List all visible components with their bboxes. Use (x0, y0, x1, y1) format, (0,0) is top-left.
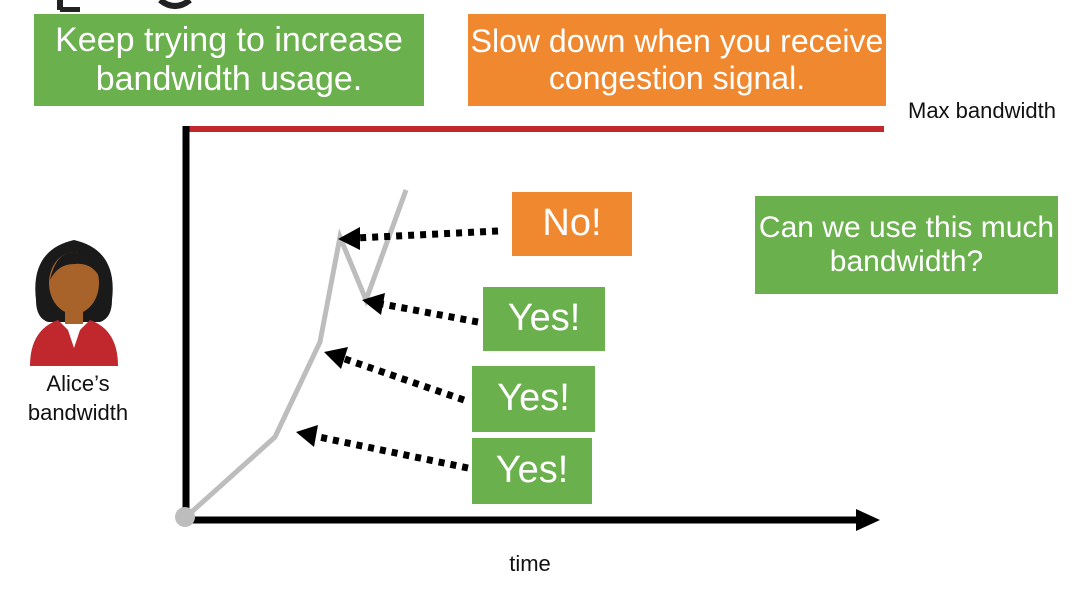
question-text: Can we use this much bandwidth? (758, 210, 1055, 279)
arrow-yes-3 (313, 432, 469, 472)
answer-no-text: No! (542, 202, 602, 245)
answer-yes-text: Yes! (507, 297, 581, 340)
time-axis-label: time (509, 551, 551, 576)
answer-yes-text: Yes! (495, 449, 569, 492)
title-fragment (57, 0, 192, 12)
max-bandwidth-label: Max bandwidth (908, 98, 1056, 123)
arrow-no-head (338, 227, 360, 250)
strategy-slowdown-box: Slow down when you receive congestion si… (468, 14, 886, 106)
alice-bandwidth-line (184, 189, 409, 519)
alice-bandwidth-label: Alice’s bandwidth (27, 371, 129, 425)
arrow-no (355, 227, 499, 242)
answer-yes-text: Yes! (497, 377, 570, 420)
arrow-yes-2 (340, 354, 466, 404)
question-box: Can we use this much bandwidth? (755, 196, 1058, 294)
arrow-yes-1 (381, 300, 479, 326)
arrow-yes-1-head (362, 293, 385, 315)
signal-arrows (296, 227, 499, 472)
strategy-slowdown-text: Slow down when you receive congestion si… (470, 23, 884, 96)
answer-yes-box: Yes! (483, 287, 605, 351)
arrow-yes-3-head (296, 425, 318, 447)
answer-yes-box: Yes! (472, 366, 595, 432)
strategy-increase-box: Keep trying to increase bandwidth usage. (34, 14, 424, 106)
strategy-increase-text: Keep trying to increase bandwidth usage. (55, 20, 403, 98)
person-icon (30, 240, 118, 366)
answer-yes-box: Yes! (472, 438, 592, 504)
origin-dot (175, 507, 195, 527)
answer-no-box: No! (512, 192, 632, 256)
x-axis-arrowhead (856, 509, 880, 531)
arrow-yes-2-head (324, 347, 348, 369)
